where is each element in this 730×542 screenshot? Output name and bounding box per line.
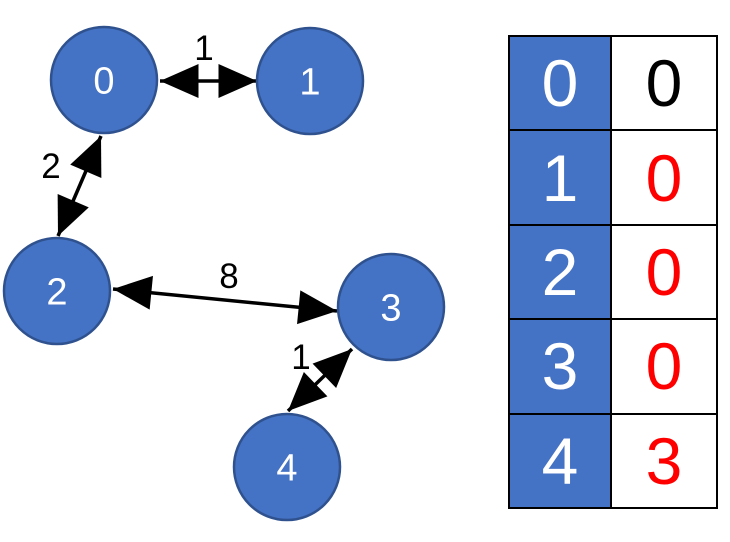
node-id-text: 4 — [541, 423, 579, 498]
table-row: 3 0 — [510, 320, 716, 415]
distance-text: 0 — [645, 140, 683, 215]
graph-node-4: 4 — [232, 412, 342, 522]
graph-node-0: 0 — [49, 25, 159, 135]
node-0-label: 0 — [93, 60, 114, 102]
node-1-label: 1 — [299, 61, 320, 103]
edge-0-2-weight: 2 — [41, 147, 60, 186]
node-4-label: 4 — [276, 447, 297, 489]
distance-cell: 0 — [612, 37, 716, 130]
node-id-text: 1 — [541, 140, 579, 215]
node-id-text: 2 — [541, 235, 579, 310]
node-0-circle — [49, 25, 159, 135]
distance-text: 0 — [645, 235, 683, 310]
distance-cell: 0 — [612, 225, 716, 319]
graph-node-1: 1 — [255, 26, 365, 136]
node-2-circle — [2, 236, 112, 346]
edge-0-1-weight: 1 — [194, 29, 213, 68]
distance-text: 0 — [645, 329, 683, 404]
node-id-cell: 3 — [510, 320, 612, 413]
table-row: 2 0 — [510, 225, 716, 321]
table-row: 4 3 — [510, 414, 716, 508]
node-1-circle — [255, 26, 365, 136]
distance-cell: 0 — [612, 131, 716, 224]
edge-2-3-arrow — [112, 275, 338, 325]
distance-text: 0 — [645, 46, 683, 121]
node-id-text: 3 — [541, 329, 579, 404]
edge-2-3-weight: 8 — [219, 257, 238, 296]
table-row: 1 0 — [510, 131, 716, 226]
distance-table: 0 0 1 0 2 0 3 — [508, 35, 718, 509]
edge-3-4-arrow — [286, 347, 354, 413]
node-3-label: 3 — [380, 287, 401, 329]
edge-3-4-weight: 1 — [291, 338, 310, 377]
distance-cell: 3 — [612, 414, 716, 508]
node-4-circle — [232, 412, 342, 522]
node-id-cell: 0 — [510, 37, 612, 130]
distance-text: 3 — [645, 423, 683, 498]
node-id-cell: 2 — [510, 225, 612, 319]
node-id-text: 0 — [541, 46, 579, 121]
table-row: 0 0 — [510, 37, 716, 132]
node-id-cell: 1 — [510, 131, 612, 224]
graph-node-3: 3 — [336, 252, 446, 362]
node-3-circle — [336, 252, 446, 362]
distance-cell: 0 — [612, 320, 716, 413]
node-2-label: 2 — [46, 271, 67, 313]
graph-node-2: 2 — [2, 236, 112, 346]
node-id-cell: 4 — [510, 414, 612, 508]
edge-0-2-arrow — [56, 135, 103, 237]
